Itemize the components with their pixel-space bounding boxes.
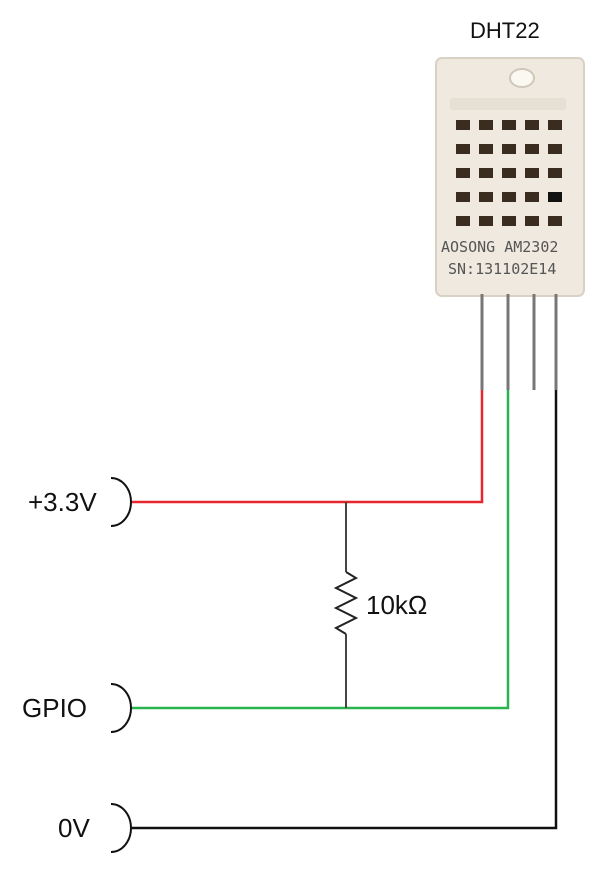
ground-wire <box>130 390 558 830</box>
vent-grid <box>450 98 566 226</box>
connector-arc <box>110 683 132 733</box>
pull-up-resistor: 10kΩ <box>333 502 427 708</box>
vcc-wire <box>130 390 484 504</box>
data-wire <box>130 390 510 710</box>
resistor-symbol <box>333 571 359 635</box>
resistor-value-label: 10kΩ <box>366 590 427 620</box>
sensor-marking-line2: SN:131102E14 <box>448 260 556 278</box>
gnd-label: 0V <box>58 813 90 843</box>
mounting-hole <box>509 68 535 88</box>
sensor-title: DHT22 <box>470 18 540 43</box>
connector-vcc: +3.3V <box>28 477 132 527</box>
vcc-label: +3.3V <box>28 487 97 517</box>
connector-gnd: 0V <box>58 803 132 853</box>
connector-arc <box>110 477 132 527</box>
sensor-marking-line1: AOSONG AM2302 <box>441 238 558 256</box>
connector-arc <box>110 803 132 853</box>
dht22-sensor: AOSONG AM2302 SN:131102E14 <box>435 57 585 297</box>
sensor-pins <box>480 294 558 390</box>
connector-gpio: GPIO <box>22 683 132 733</box>
gpio-label: GPIO <box>22 693 87 723</box>
